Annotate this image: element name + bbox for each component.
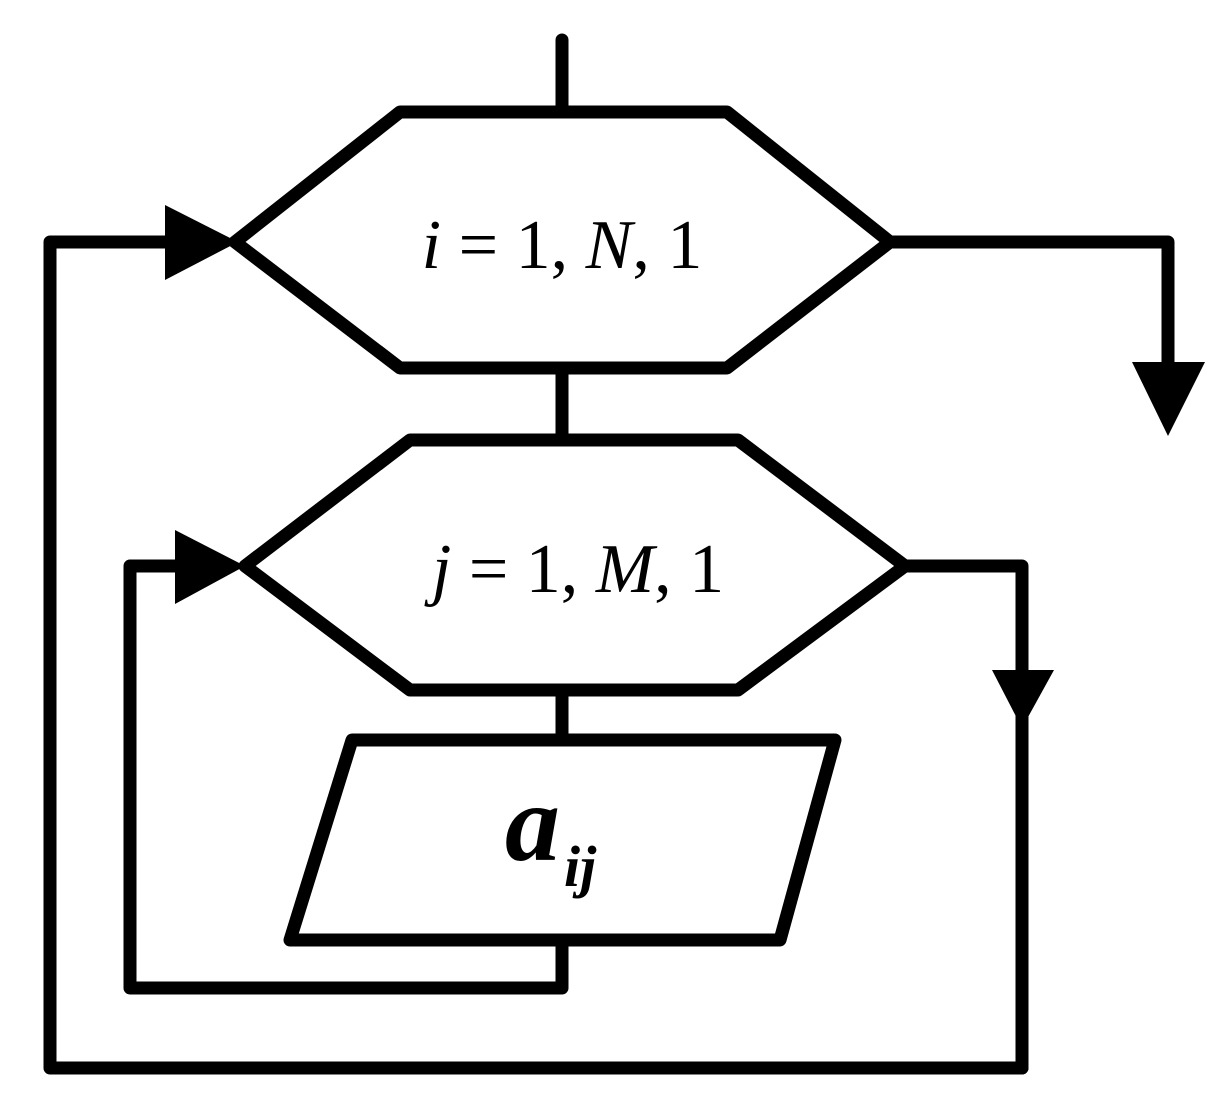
outer-loop-step: , 1	[632, 207, 702, 284]
inner-loop-init: = 1,	[451, 531, 595, 608]
inner-loop-exit-connector	[898, 559, 1029, 1075]
io-element-subscript: ij	[564, 834, 597, 899]
outer-exit-down-arrowhead	[1132, 362, 1205, 436]
outer-loop-init: = 1,	[441, 207, 585, 284]
inner-loop-limit: M	[595, 531, 658, 608]
io-element-base: a	[505, 762, 560, 884]
io-block-label: aij	[505, 762, 597, 899]
outer-loop-exit-connector	[883, 235, 1175, 387]
inner-loop-label: j = 1, M, 1	[424, 531, 724, 608]
inner-exit-down-arrowhead	[992, 670, 1054, 728]
inner-loop-step: , 1	[654, 531, 724, 608]
outer-loop-hexagon	[228, 105, 897, 375]
outer-loop-limit: N	[585, 207, 636, 284]
inner-loop-return-connector	[123, 559, 569, 995]
outer-loop-var: i	[422, 207, 441, 284]
inner-loop-entry-arrowhead	[175, 530, 245, 604]
outer-loop-label: i = 1, N, 1	[422, 207, 703, 284]
io-parallelogram	[283, 733, 842, 947]
outer-loop-entry-arrowhead	[165, 205, 238, 280]
inner-loop-hexagon	[238, 433, 912, 697]
outer-loop-return-connector	[43, 235, 1029, 1075]
